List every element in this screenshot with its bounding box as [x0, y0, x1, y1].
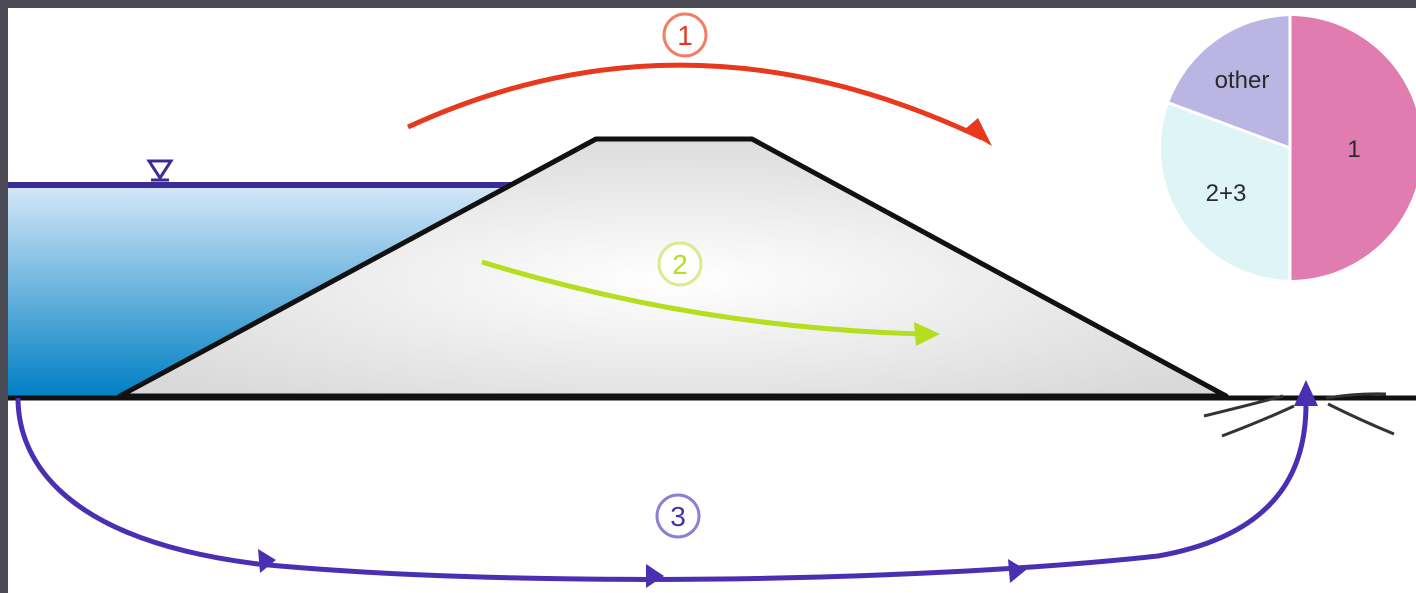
reservoir-water	[8, 185, 518, 396]
pie-label-2-3: 2+3	[1206, 180, 1247, 207]
path-3-label: 3	[670, 501, 686, 532]
seepage-exit-marks	[1203, 392, 1395, 438]
path-2-label: 2	[672, 249, 688, 280]
path-3-flow-marker-1-icon	[258, 549, 276, 573]
path-1-overflow-arrow	[406, 62, 984, 141]
pie-label-other: other	[1215, 67, 1270, 94]
path-3-circle-icon	[655, 493, 701, 539]
diagram-canvas: 1 2 3 1 2+3 other	[8, 8, 1416, 593]
path-2-seepage-arrow	[481, 259, 923, 337]
path-3-flow-marker-2-icon	[646, 564, 664, 588]
path-1-arrowhead-icon	[964, 118, 992, 146]
pie-label-1: 1	[1347, 136, 1360, 163]
dam-seepage-diagram: 1 2 3 1 2+3 other	[8, 12, 1416, 588]
pie-divider-b	[1168, 101, 1291, 150]
path-1-label: 1	[677, 20, 693, 51]
pie-slice-1	[1290, 16, 1416, 280]
path-3-arrowhead-icon	[1294, 380, 1318, 406]
pie-slice-2-3	[1161, 103, 1290, 280]
pie-slice-other	[1169, 16, 1290, 148]
failure-share-pie: 1 2+3 other	[1161, 16, 1416, 280]
path-1-circle-icon	[662, 12, 708, 58]
path-2-arrowhead-icon	[914, 322, 940, 346]
path-3-flow-marker-3-icon	[1008, 559, 1026, 583]
path-2-circle-icon	[657, 241, 703, 287]
water-level-marker-icon	[146, 159, 174, 181]
path-3-underseepage-arrow	[15, 397, 1309, 582]
